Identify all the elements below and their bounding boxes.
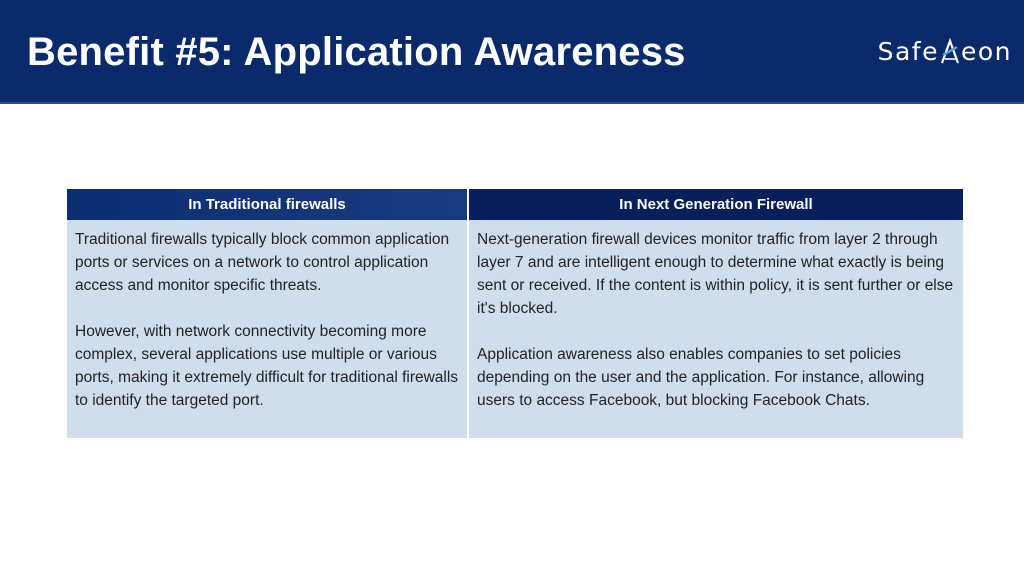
cell-traditional: Traditional firewalls typically block co… <box>67 220 469 438</box>
slide-title: Benefit #5: Application Awareness <box>27 30 686 74</box>
safexeon-logo: Safe eon <box>878 34 1012 70</box>
slide-header: Benefit #5: Application Awareness Safe e… <box>0 0 1024 104</box>
cell-next-gen: Next-generation firewall devices monitor… <box>468 220 963 438</box>
logo-text-left: Safe <box>877 37 939 66</box>
header-next-gen: In Next Generation Firewall <box>468 189 963 220</box>
traditional-paragraph-1: Traditional firewalls typically block co… <box>75 231 450 294</box>
traditional-paragraph-2: However, with network connectivity becom… <box>75 323 459 409</box>
table-header-row: In Traditional firewalls In Next Generat… <box>67 189 963 220</box>
comparison-table: In Traditional firewalls In Next Generat… <box>67 189 963 438</box>
next-gen-paragraph-1: Next-generation firewall devices monitor… <box>477 231 954 317</box>
triangle-x-icon <box>940 37 960 64</box>
logo-text-right: eon <box>960 37 1012 66</box>
header-traditional: In Traditional firewalls <box>67 189 469 220</box>
next-gen-paragraph-2: Application awareness also enables compa… <box>477 346 925 409</box>
table-row: Traditional firewalls typically block co… <box>67 220 963 438</box>
